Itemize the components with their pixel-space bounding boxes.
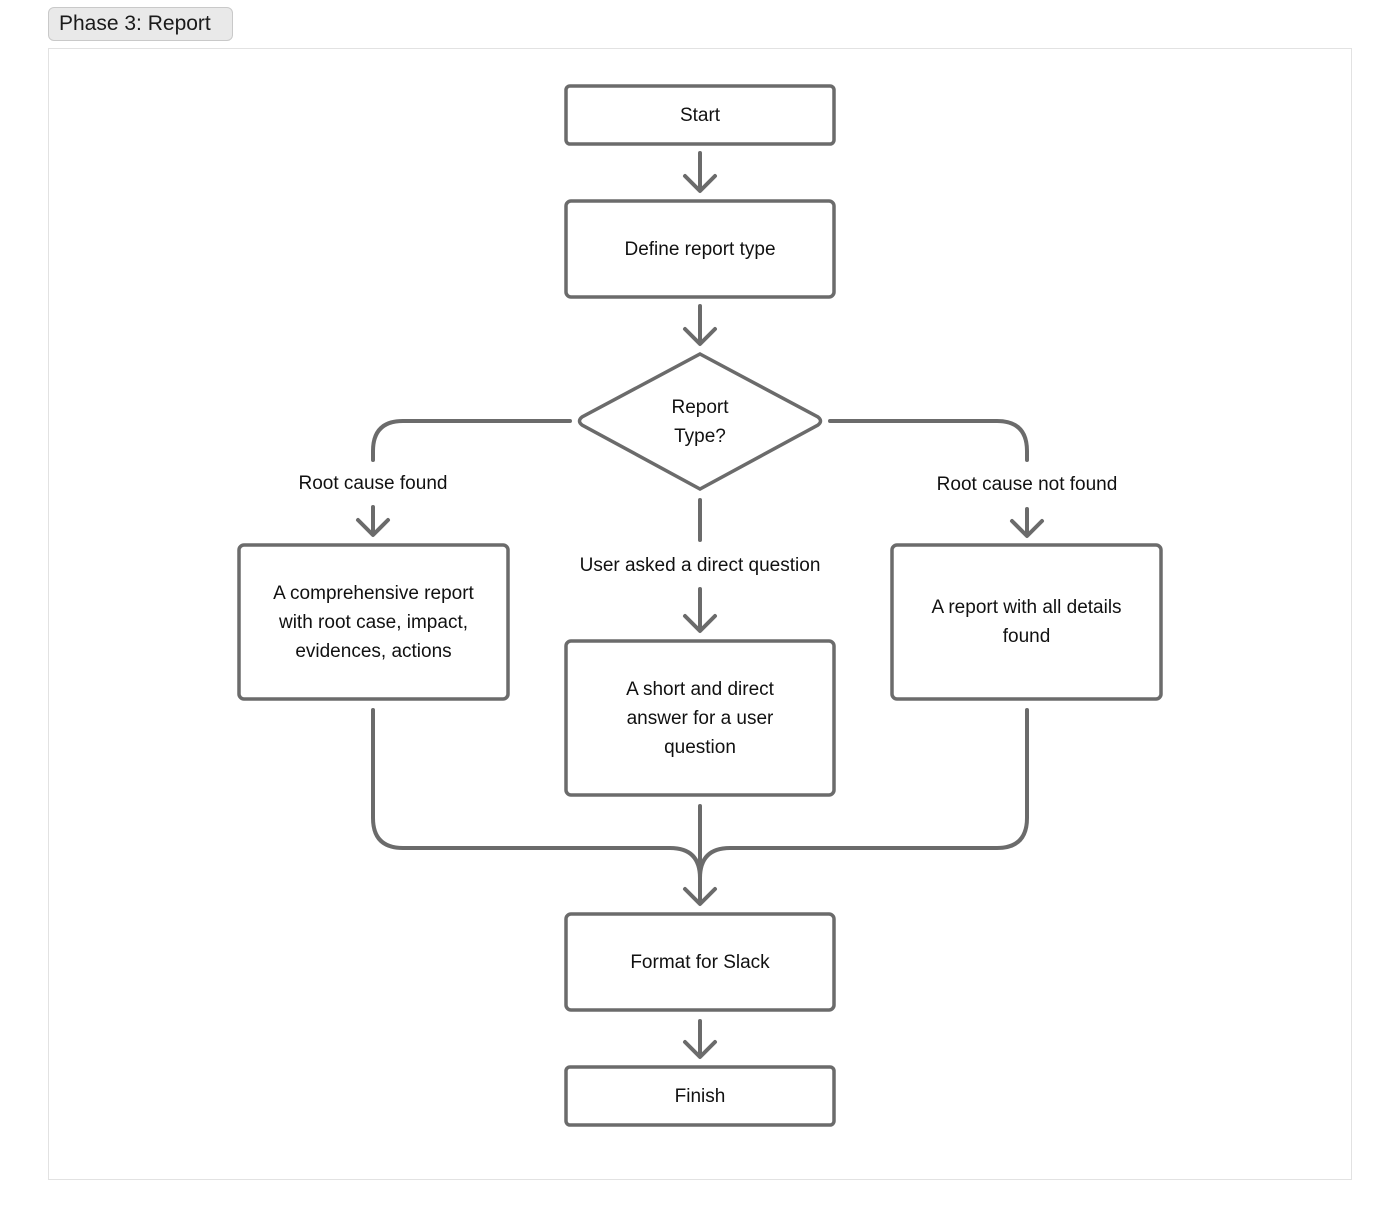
finish-node: Finish <box>674 1085 726 1107</box>
connector-decision-to-left-branch <box>371 419 572 462</box>
connector-right-to-merge <box>698 708 1029 880</box>
define-report-type-node-shape <box>564 199 836 299</box>
report-type-decision-shape <box>577 352 823 491</box>
arrow-start-to-define <box>683 151 717 193</box>
arrow-into-short-answer <box>683 587 717 633</box>
arrow-into-comprehensive-report <box>356 505 390 537</box>
all-details-report-node: A report with all details found <box>931 597 1122 647</box>
short-answer-node-shape <box>564 639 836 797</box>
define-report-type-node: Define report type <box>624 238 776 260</box>
arrow-format-to-finish <box>683 1019 717 1059</box>
format-for-slack-node-shape <box>564 912 836 1012</box>
start-node: Start <box>679 104 721 126</box>
connector-decision-to-right-branch <box>828 419 1029 462</box>
edge-label-user-asked-direct-question: User asked a direct question <box>579 554 821 576</box>
start-node-shape <box>564 84 836 146</box>
arrow-define-to-decision <box>683 304 717 346</box>
comprehensive-report-node: A comprehensive report with root case, i… <box>273 582 474 662</box>
finish-node-shape <box>564 1065 836 1127</box>
phase-tab[interactable]: Phase 3: Report <box>48 7 233 41</box>
connector-left-to-merge <box>371 708 702 880</box>
all-details-report-node-shape <box>890 543 1163 701</box>
arrow-into-all-details-report <box>1010 507 1044 538</box>
arrow-into-format-for-slack <box>683 804 717 906</box>
report-type-decision-node: Report Type? <box>671 397 729 447</box>
comprehensive-report-node-shape <box>237 543 510 701</box>
edge-label-root-cause-found: Root cause found <box>298 472 448 494</box>
short-answer-node: A short and direct answer for a user que… <box>626 678 774 758</box>
edge-label-root-cause-not-found: Root cause not found <box>936 473 1118 495</box>
format-for-slack-node: Format for Slack <box>630 951 770 973</box>
